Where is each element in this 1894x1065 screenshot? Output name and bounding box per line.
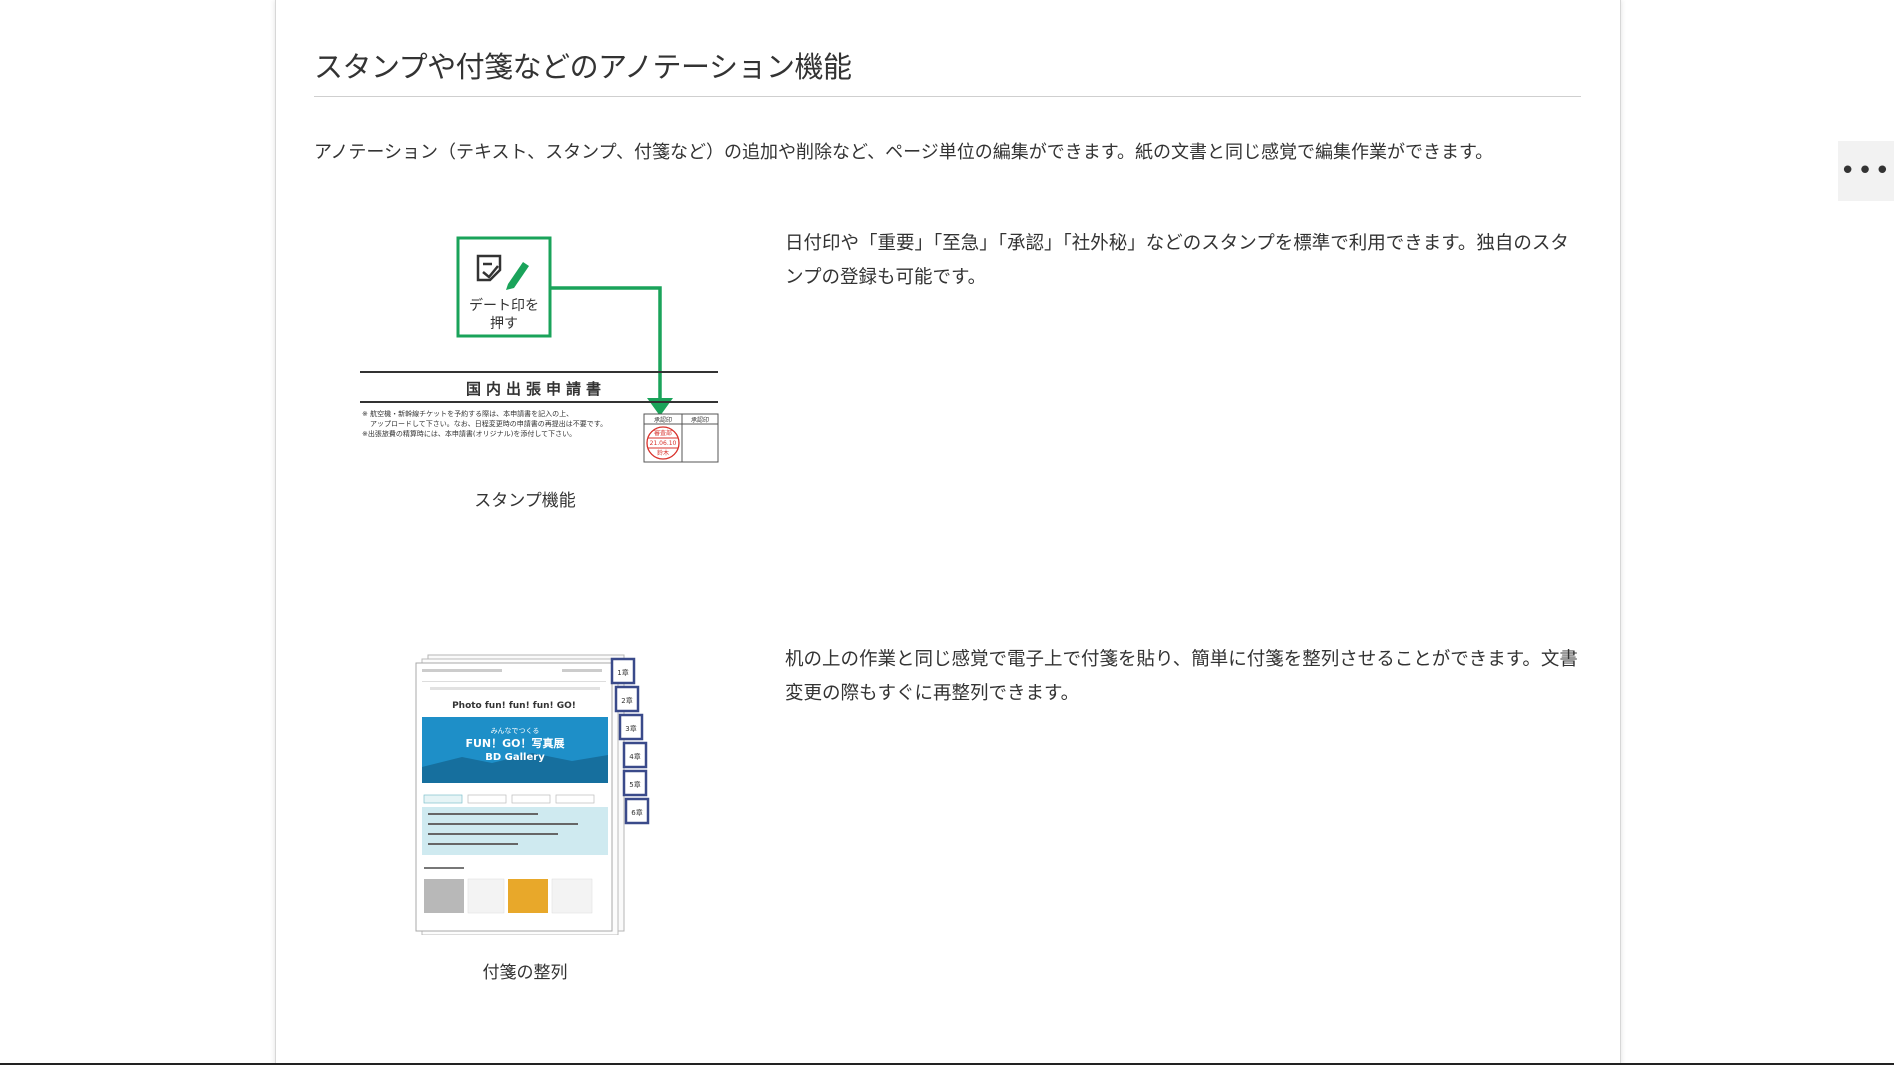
connector-line <box>550 286 662 404</box>
left-background <box>0 0 275 1065</box>
stamp-feature-description: 日付印や「重要」「至急」「承認」「社外秘」などのスタンプを標準で利用できます。独… <box>785 233 1569 288</box>
stamp-button-label-2: 押す <box>490 316 518 332</box>
thumbnail-4 <box>551 878 593 914</box>
approval-header-2: 承認印 <box>691 416 709 424</box>
arrow-down-icon <box>647 398 673 416</box>
stamp-date-text: 21.06.10 <box>650 440 677 447</box>
thumbnail-2 <box>467 878 505 914</box>
banner-line-3: BD Gallery <box>485 752 545 763</box>
form-note-2: アップロードして下さい。なお、日程変更時の申請書の再提出は不要です。 <box>370 419 607 428</box>
sticky-tab-6: 6章 <box>631 808 642 817</box>
more-dots-icon: ••• <box>1839 156 1892 186</box>
stamp-feature-image: デート印を 押す 国内出張申請書 ※ 航空機・新幹線チケットを予約する際は、本申… <box>340 226 730 466</box>
sticky-illustration: Photo fun! fun! fun! GO! みんなでつくる FUN！GO！… <box>415 654 650 936</box>
bottom-border <box>0 1063 1894 1065</box>
sticky-tab-1: 1章 <box>617 668 628 677</box>
sticky-tab-5: 5章 <box>629 780 640 789</box>
date-stamp-mark: 審査部 21.06.10 鈴木 <box>646 426 680 460</box>
sticky-tab-2: 2章 <box>621 696 632 705</box>
stamp-feature-caption: スタンプ機能 <box>474 491 576 511</box>
sticky-feature-caption: 付箋の整列 <box>482 963 568 983</box>
thumbnail-3 <box>508 879 548 913</box>
section-title: スタンプや付箋などのアノテーション機能 <box>314 44 1581 97</box>
form-note-1: ※ 航空機・新幹線チケットを予約する際は、本申請書を記入の上、 <box>362 409 573 418</box>
banner-line-1: みんなでつくる <box>491 727 540 735</box>
stamp-button-frame <box>456 236 552 338</box>
sticky-feature-image: Photo fun! fun! fun! GO! みんなでつくる FUN！GO！… <box>402 645 652 936</box>
main-content: スタンプや付箋などのアノテーション機能 アノテーション（テキスト、スタンプ、付箋… <box>275 0 1621 1065</box>
banner-line-2: FUN！GO！写真展 <box>465 736 565 750</box>
approval-box-2 <box>681 413 719 463</box>
thumbnail-1 <box>424 879 464 913</box>
section-lead: アノテーション（テキスト、スタンプ、付箋など）の追加や削除など、ページ単位の編集… <box>314 142 1494 163</box>
approval-header-1: 承認印 <box>654 416 672 424</box>
sticky-note-tabs: 1章 2章 3章 4章 5章 6章 <box>610 657 650 825</box>
pen-icon <box>476 254 502 282</box>
form-title: 国内出張申請書 <box>466 380 606 398</box>
sticky-tab-3: 3章 <box>625 724 636 733</box>
site-title: Photo fun! fun! fun! GO! <box>452 701 576 711</box>
pen-tip-icon <box>506 262 529 290</box>
sticky-tab-4: 4章 <box>629 752 640 761</box>
stamp-name-text: 鈴木 <box>657 449 669 457</box>
stamp-illustration: デート印を 押す 国内出張申請書 ※ 航空機・新幹線チケットを予約する際は、本申… <box>360 236 719 463</box>
stamp-button-label-1: デート印を <box>469 297 539 314</box>
form-note-3: ※出張旅費の精算時には、本申請書(オリジナル)を添付して下さい。 <box>362 429 576 438</box>
sticky-feature-description: 机の上の作業と同じ感覚で電子上で付箋を貼り、簡単に付箋を整列させることができます… <box>785 649 1578 704</box>
more-options-button[interactable]: ••• <box>1838 141 1894 201</box>
stamp-top-text: 審査部 <box>654 429 672 437</box>
